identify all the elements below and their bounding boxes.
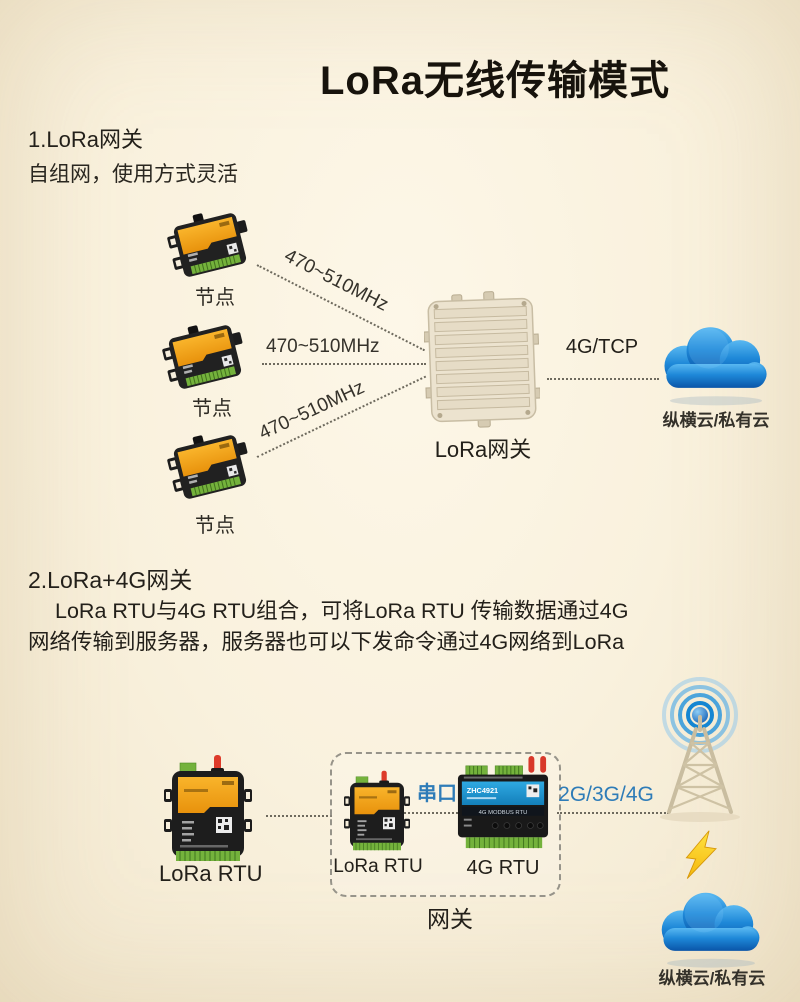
lora-gateway-icon xyxy=(424,290,540,430)
rtu-type-text: 4G MODBUS RTU xyxy=(479,810,528,816)
node-label: 节点 xyxy=(195,287,235,309)
cloud-label: 纵横云/私有云 xyxy=(658,969,766,988)
cloud-icon xyxy=(664,327,767,406)
lora-node-icon xyxy=(162,203,256,281)
box-4g-rtu-label: 4G RTU xyxy=(466,857,540,879)
serial-link-line xyxy=(404,812,462,814)
section2-body-line2: 网络传输到服务器，服务器也可以下发命令通过4G网络到LoRa xyxy=(28,630,625,654)
frequency-label: 470~510MHz xyxy=(266,336,380,357)
lora-node-icon xyxy=(157,315,251,393)
node-label: 节点 xyxy=(192,398,232,420)
frequency-label: 470~510MHz xyxy=(255,377,368,445)
uplink-line xyxy=(547,378,659,380)
node-label: 节点 xyxy=(195,515,235,537)
box-lora-rtu-label: LoRa RTU xyxy=(333,856,423,877)
lora-rtu-label: LoRa RTU xyxy=(159,861,263,886)
serial-link-line xyxy=(266,815,332,817)
section2-body-line1: LoRa RTU与4G RTU组合，可将LoRa RTU 传输数据通过4G xyxy=(55,599,629,623)
cloud-label: 纵横云/私有云 xyxy=(662,411,770,430)
radio-link-line xyxy=(262,363,426,365)
page-title: LoRa无线传输模式 xyxy=(320,59,670,103)
section1-description: 自组网，使用方式灵活 xyxy=(28,163,238,186)
uplink-label: 4G/TCP xyxy=(565,336,639,358)
lightning-icon xyxy=(683,828,719,883)
lora-node-icon xyxy=(162,425,256,503)
lora-rtu-icon xyxy=(163,755,253,862)
rtu-model-text: ZHC4921 xyxy=(467,786,498,795)
cellular-link-line xyxy=(557,812,669,814)
section1-heading: 1.LoRa网关 xyxy=(28,127,143,152)
cellular-network-label: 2G/3G/4G xyxy=(558,783,654,806)
4g-rtu-icon: ZHC4921 4G MODBUS RTU xyxy=(457,756,549,849)
section2-heading: 2.LoRa+4G网关 xyxy=(28,567,193,593)
serial-port-label: 串口 xyxy=(417,783,457,805)
gateway-label: LoRa网关 xyxy=(434,437,532,462)
gateway-group-label: 网关 xyxy=(427,906,473,932)
lora-rtu-icon xyxy=(344,770,410,851)
cell-tower-icon xyxy=(658,677,742,824)
cloud-icon xyxy=(661,892,760,968)
frequency-label: 470~510MHz xyxy=(280,245,392,316)
